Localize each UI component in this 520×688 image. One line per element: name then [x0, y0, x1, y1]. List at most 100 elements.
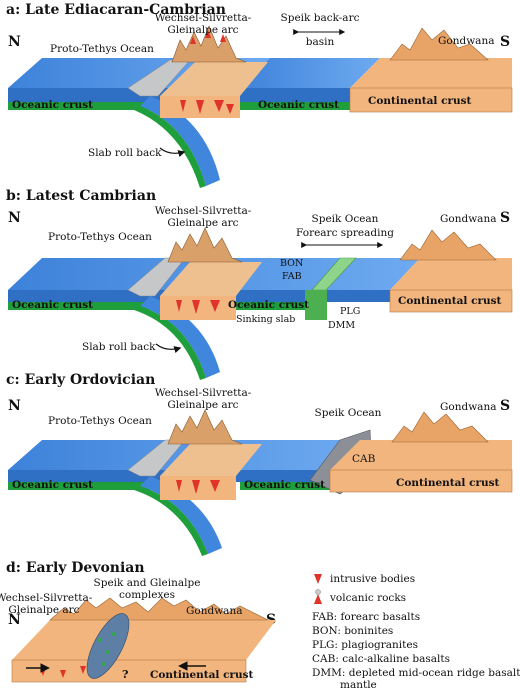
panel-a-north: N — [8, 34, 21, 50]
panel-c-north: N — [8, 398, 21, 414]
legend-fab: FAB: forearc basalts — [312, 611, 420, 623]
panel-c-continental-crust-label: Continental crust — [396, 477, 500, 489]
panel-c: c: Early Ordovician N S Proto-Tethys Oce… — [6, 372, 513, 556]
panel-a-arc-label-2: Gleinalpe arc — [167, 24, 238, 36]
panel-d-block-top — [12, 620, 276, 660]
panel-a-gondwana-label: Gondwana — [438, 35, 494, 47]
panel-d-mountains — [49, 597, 269, 621]
legend: intrusive bodies volcanic rocks FAB: for… — [312, 573, 520, 688]
panel-b-bon-label: BON — [280, 258, 303, 269]
panel-c-arc-label-1: Wechsel-Silvretta- — [155, 387, 252, 399]
panel-b-oceanic-crust-left — [8, 302, 160, 310]
panel-c-intrusions — [176, 480, 220, 494]
panel-b-slab-rollback-label: Slab roll back — [82, 341, 156, 353]
panel-c-proto-tethys-label: Proto-Tethys Ocean — [48, 415, 152, 427]
panel-b-arc-top — [160, 262, 262, 296]
panel-a-slab-rollback-label: Slab roll back — [88, 147, 162, 159]
panel-b-arc-mountains — [167, 227, 243, 263]
panel-c-oceanic-crust-right — [240, 482, 330, 490]
panel-c-continent-mountains — [391, 411, 489, 443]
panel-d-arc-label-1: Wechsel-Silvretta- — [0, 592, 93, 604]
panel-a-continental-crust-label: Continental crust — [368, 95, 472, 107]
panel-a-slab — [140, 96, 220, 186]
panel-c-south: S — [500, 398, 510, 414]
panel-c-title: c: Early Ordovician — [6, 372, 155, 388]
panel-b-arc-label-1: Wechsel-Silvretta- — [155, 205, 252, 217]
panel-b: b: Latest Cambrian N S Proto-Tethys Ocea… — [6, 188, 513, 380]
panel-c-gondwana-label: Gondwana — [440, 401, 496, 413]
panel-c-arc-body — [160, 476, 236, 500]
panel-a-arc-top — [160, 62, 268, 96]
panel-a-oceanic-crust-right — [240, 102, 350, 110]
legend-plg: PLG: plagiogranites — [312, 639, 418, 651]
panel-a-oceanic-crust-left-label: Oceanic crust — [12, 99, 93, 111]
panel-c-forearc — [127, 439, 186, 477]
panel-c-slab — [140, 476, 222, 554]
panel-a-forearc — [127, 59, 191, 97]
panel-a-south: S — [500, 34, 510, 50]
legend-intrusive-icon — [314, 574, 322, 584]
panel-b-gondwana-label: Gondwana — [440, 213, 496, 225]
panel-b-arc-body — [160, 296, 236, 320]
panel-c-oceanic-crust-left-label: Oceanic crust — [12, 479, 93, 491]
panel-b-sinking-slab-label: Sinking slab — [236, 314, 295, 325]
panel-a-arc-label-1: Wechsel-Silvretta- — [155, 12, 252, 24]
panel-d-north: N — [8, 612, 21, 628]
panel-a-intrusions — [180, 100, 234, 114]
panel-c-cab-label: CAB — [352, 453, 376, 465]
panel-b-slab — [140, 296, 220, 378]
panel-a-continent-front — [349, 87, 513, 113]
legend-dmm-line1: DMM: depleted mid-ocean ridge basalt — [312, 667, 520, 679]
panel-a-rollback-arrow — [159, 147, 186, 158]
panel-c-oceanic-crust-left — [8, 482, 160, 490]
legend-intrusive: intrusive bodies — [330, 573, 415, 585]
panel-d-complex-label-1: Speik and Gleinalpe — [94, 577, 201, 589]
legend-cab: CAB: calc-alkaline basalts — [312, 653, 450, 665]
panel-b-dmm-label: DMM — [328, 320, 355, 331]
legend-volcanic-plume — [315, 589, 321, 595]
panel-a: a: Late Ediacaran-Cambrian N S Proto-Tet… — [6, 2, 513, 188]
panel-d-continental-crust-label: Continental crust — [150, 669, 254, 681]
panel-c-speik-ocean-label: Speik Ocean — [315, 407, 382, 419]
panel-b-intrusions — [176, 300, 220, 314]
legend-dmm-line2: mantle — [340, 679, 377, 688]
panel-a-slab-crust — [134, 106, 206, 188]
panel-d-complex-body — [86, 613, 130, 679]
panel-d-gondwana-label: Gondwana — [186, 605, 242, 617]
panel-b-continent-top — [390, 258, 512, 290]
panel-b-forearc — [127, 257, 186, 297]
panel-b-arc-label-2: Gleinalpe arc — [167, 217, 238, 229]
panel-d-title: d: Early Devonian — [6, 560, 145, 576]
panel-b-oceanic-crust-right — [225, 302, 305, 310]
panel-a-oceanic-crust-right-label: Oceanic crust — [258, 99, 339, 111]
panel-b-plg-label: PLG — [340, 306, 360, 317]
panel-a-proto-tethys-label: Proto-Tethys Ocean — [50, 43, 154, 55]
panel-a-basin-label-1: Speik back-arc — [281, 12, 360, 24]
panel-b-oceanic-crust-right-label: Oceanic crust — [228, 299, 309, 311]
panel-b-title: b: Latest Cambrian — [6, 188, 156, 204]
panel-b-fab-label: FAB — [282, 271, 302, 282]
panel-d: d: Early Devonian N S Wechsel-Silvretta-… — [0, 560, 276, 683]
panel-b-forearc-spreading-label: Forearc spreading — [296, 227, 394, 239]
panel-b-proto-tethys-label: Proto-Tethys Ocean — [48, 231, 152, 243]
legend-volcanic: volcanic rocks — [329, 592, 406, 604]
panel-c-continent-front — [329, 469, 513, 493]
panel-d-question-mark: ? — [122, 668, 128, 681]
panel-b-continental-crust-label: Continental crust — [398, 295, 502, 307]
panel-a-arc-mountains — [171, 25, 247, 63]
panel-a-continent-top — [350, 58, 512, 88]
panel-c-arc-label-2: Gleinalpe arc — [167, 399, 238, 411]
panel-a-oceanic-crust-left — [8, 102, 160, 110]
panel-b-speik-ocean-label: Speik Ocean — [312, 213, 379, 225]
panel-b-sinking-slab — [305, 290, 327, 320]
panel-a-backarc-ocean — [238, 58, 380, 88]
panel-b-north: N — [8, 210, 21, 226]
panel-a-volcanoes — [190, 30, 226, 44]
panel-b-south: S — [500, 210, 510, 226]
legend-bon: BON: boninites — [312, 625, 393, 637]
panel-b-continent-mountains — [399, 229, 497, 261]
panel-c-slab-crust — [134, 486, 208, 556]
panel-a-title: a: Late Ediacaran-Cambrian — [6, 2, 226, 18]
panel-b-oceanic-crust-left-label: Oceanic crust — [12, 299, 93, 311]
